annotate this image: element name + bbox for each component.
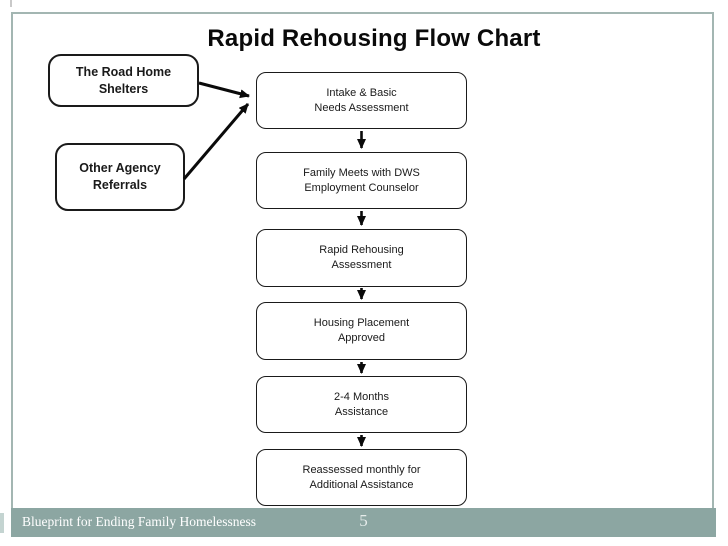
- box-label-line: Other Agency: [79, 161, 161, 175]
- box-label-line: Employment Counselor: [304, 181, 419, 194]
- source-box-road-home-shelters: The Road Home Shelters: [48, 54, 199, 107]
- box-label-line: Additional Assistance: [309, 478, 414, 491]
- box-label-line: Approved: [337, 332, 386, 344]
- flow-box-housing-placement-approved: Housing Placement Approved: [256, 302, 467, 360]
- box-label-line: Shelters: [98, 81, 149, 96]
- page-number: 5: [359, 511, 368, 530]
- box-label-line: Family Meets with DWS: [303, 166, 420, 179]
- box-label-line: Rapid Rehousing: [319, 244, 404, 256]
- box-label-line: Needs Assessment: [314, 101, 409, 114]
- footer-bar: Blueprint for Ending Family Homelessness…: [11, 508, 716, 537]
- box-label-line: Housing Placement: [313, 317, 410, 329]
- box-label-line: 2-4 Months: [333, 390, 390, 403]
- box-label-line: Assistance: [334, 405, 389, 418]
- footer-text: Blueprint for Ending Family Homelessness: [22, 514, 256, 529]
- box-label-line: Assessment: [331, 259, 392, 271]
- box-label-line: Reassessed monthly for: [302, 463, 421, 476]
- left-edge-sliver: [0, 513, 4, 533]
- page-title: Rapid Rehousing Flow Chart: [207, 25, 541, 52]
- source-box-other-agency-referrals: Other Agency Referrals: [55, 143, 185, 211]
- box-label-line: Intake & Basic: [326, 86, 397, 99]
- flow-box-dws-employment-counselor: Family Meets with DWS Employment Counsel…: [256, 152, 467, 209]
- flow-box-reassessed-monthly: Reassessed monthly for Additional Assist…: [256, 449, 467, 506]
- flow-box-intake-needs-assessment: Intake & Basic Needs Assessment: [256, 72, 467, 129]
- box-label-line: Referrals: [92, 178, 148, 192]
- box-label-line: The Road Home: [75, 64, 172, 79]
- flow-box-months-assistance: 2-4 Months Assistance: [256, 376, 467, 433]
- flow-box-rapid-rehousing-assessment: Rapid Rehousing Assessment: [256, 229, 467, 287]
- top-edge-tick: [10, 0, 12, 7]
